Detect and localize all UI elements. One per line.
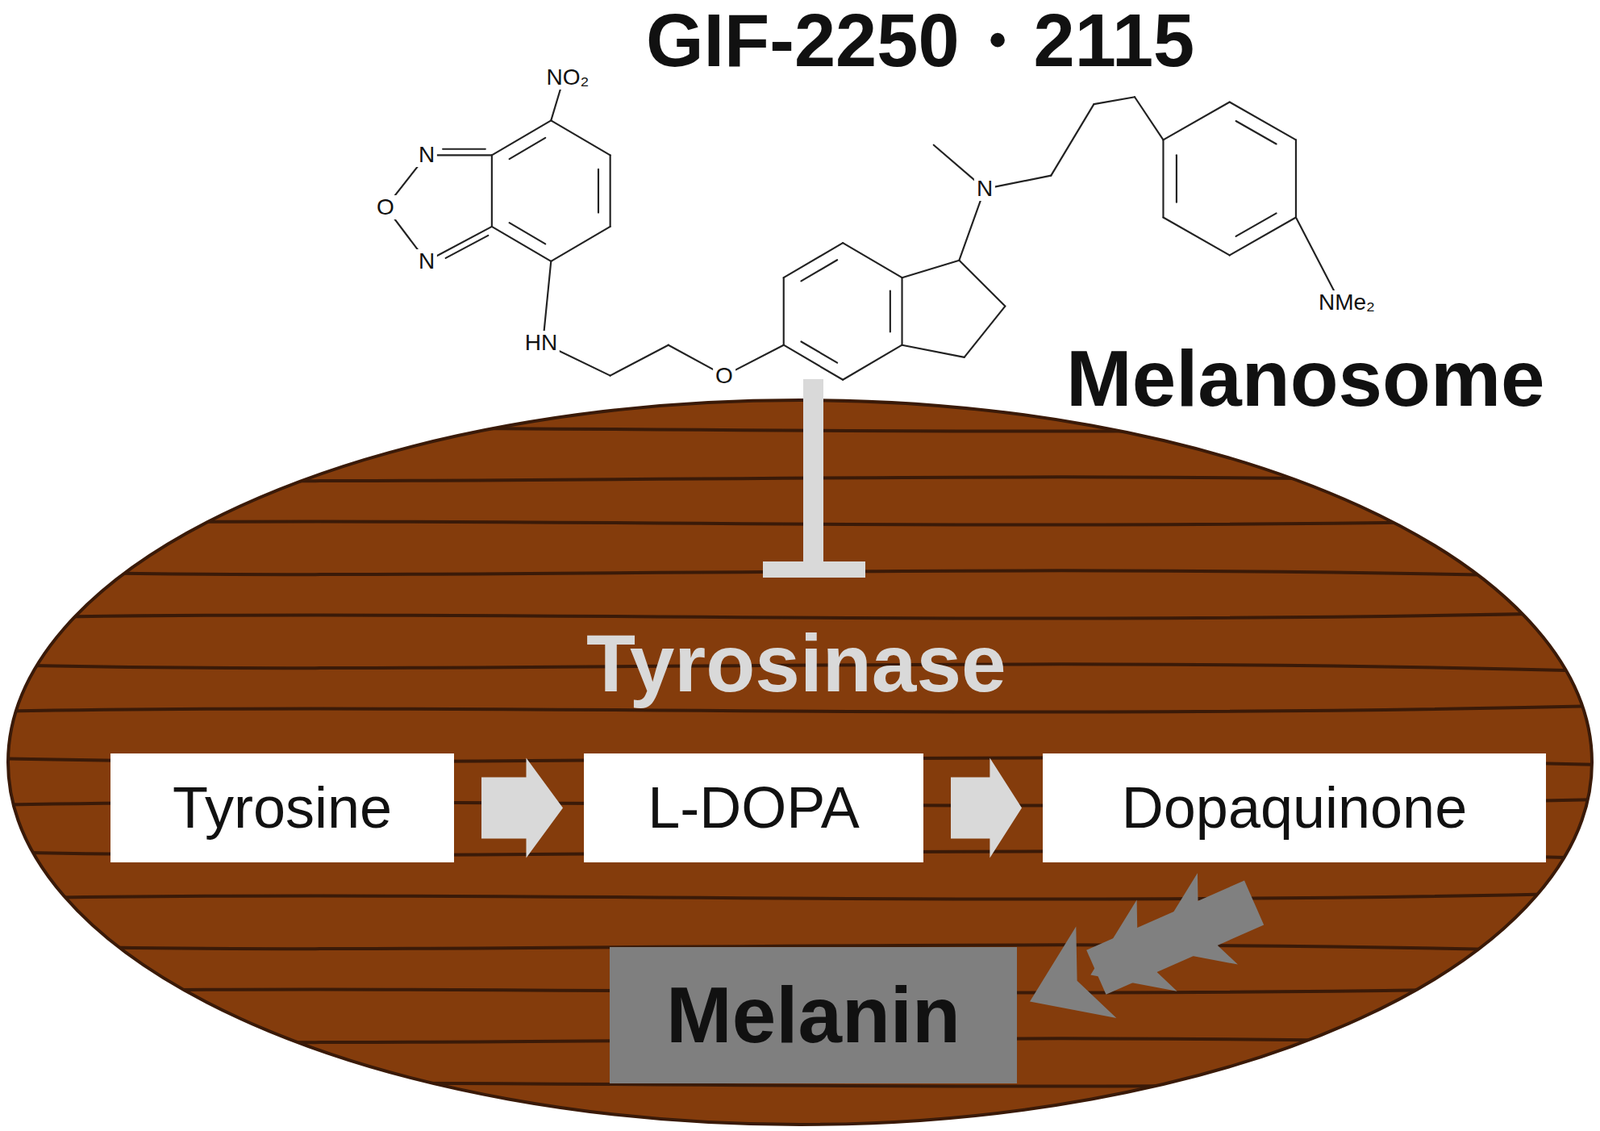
box-label: Melanin bbox=[666, 971, 961, 1059]
atom-label: N bbox=[416, 142, 438, 167]
box-label: Tyrosine bbox=[172, 775, 392, 840]
box-label: L-DOPA bbox=[647, 775, 860, 840]
atom-label: HN bbox=[522, 330, 560, 355]
atom-label: NMe₂ bbox=[1316, 290, 1378, 315]
enzyme-name: Tyrosinase bbox=[586, 620, 1007, 706]
melanosome-body bbox=[8, 400, 1592, 1125]
inhibition-bar bbox=[762, 379, 866, 578]
melanosome-stripes bbox=[0, 425, 1600, 1087]
reaction-arrow bbox=[950, 758, 1022, 859]
atom-label: N bbox=[974, 176, 996, 201]
atom-label: O bbox=[374, 195, 397, 220]
product-box: Melanin bbox=[609, 946, 1017, 1084]
atom-label: NO₂ bbox=[544, 65, 592, 90]
reaction-arrow bbox=[1029, 872, 1264, 1018]
atom-label: O bbox=[712, 363, 736, 388]
metabolite-box: Tyrosine bbox=[110, 753, 455, 863]
reaction-arrow bbox=[481, 758, 563, 859]
metabolite-box: L-DOPA bbox=[583, 753, 924, 863]
metabolite-box: Dopaquinone bbox=[1042, 753, 1546, 863]
box-label: Dopaquinone bbox=[1121, 775, 1467, 840]
atom-label: N bbox=[416, 249, 438, 274]
organelle-name: Melanosome bbox=[1066, 337, 1546, 421]
title: GIF-2250・2115 bbox=[645, 3, 1195, 78]
melanosome-ellipse: MelanosomeTyrosinaseTyrosineL-DOPADopaqu… bbox=[6, 398, 1594, 1126]
